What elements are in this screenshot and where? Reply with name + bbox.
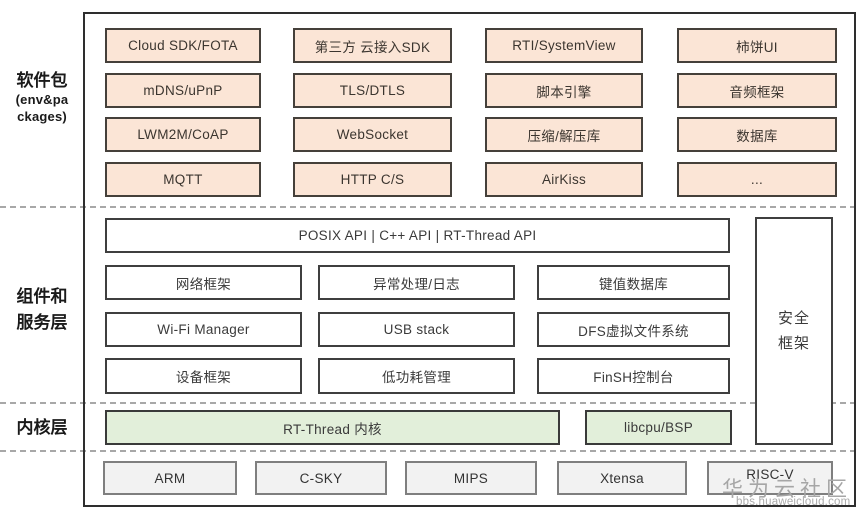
divider-components-kernel bbox=[0, 402, 856, 404]
security-framework-line2: 框架 bbox=[777, 335, 810, 352]
package-box-rti-systemview: RTI/SystemView bbox=[485, 28, 643, 63]
cpu-box-arm: ARM bbox=[103, 461, 237, 495]
component-box-wifi-manager: Wi-Fi Manager bbox=[105, 312, 302, 347]
component-box-network-framework: 网络框架 bbox=[105, 265, 302, 300]
package-box-script-engine: 脚本引擎 bbox=[485, 73, 643, 108]
watermark-url: bbs.huaweicloud.com bbox=[736, 496, 851, 508]
component-box-kv-database: 键值数据库 bbox=[537, 265, 730, 300]
layer-label-kernel: 内核层 bbox=[0, 417, 84, 438]
watermark-text: 华为云社区 bbox=[722, 478, 852, 501]
kernel-box-rtthread: RT-Thread 内核 bbox=[105, 410, 560, 445]
components-label-line1: 组件和 bbox=[16, 287, 68, 306]
api-bar: POSIX API | C++ API | RT-Thread API bbox=[105, 218, 730, 253]
package-box-third-party-cloud-sdk: 第三方 云接入SDK bbox=[293, 28, 452, 63]
layer-label-components: 组件和 服务层 bbox=[0, 284, 84, 336]
package-box-http: HTTP C/S bbox=[293, 162, 452, 197]
package-box-tls-dtls: TLS/DTLS bbox=[293, 73, 452, 108]
packages-label-cn: 软件包 bbox=[16, 71, 68, 90]
kernel-label: 内核层 bbox=[16, 418, 68, 437]
diagram-border bbox=[83, 12, 856, 507]
package-box-websocket: WebSocket bbox=[293, 117, 452, 152]
component-box-device-framework: 设备框架 bbox=[105, 358, 302, 394]
cpu-box-riscv: RISC-V bbox=[707, 461, 833, 495]
package-box-lwm2m-coap: LWM2M/CoAP bbox=[105, 117, 261, 152]
package-box-compress: 压缩/解压库 bbox=[485, 117, 643, 152]
package-box-cloud-sdk: Cloud SDK/FOTA bbox=[105, 28, 261, 63]
package-box-persimmon-ui: 柿饼UI bbox=[677, 28, 837, 63]
layer-label-packages: 软件包 (env&pa ckages) bbox=[0, 70, 84, 125]
component-box-low-power: 低功耗管理 bbox=[318, 358, 515, 394]
cpu-box-mips: MIPS bbox=[405, 461, 537, 495]
packages-label-en2: ckages) bbox=[17, 109, 67, 124]
divider-kernel-cpu bbox=[0, 450, 856, 452]
kernel-box-libcpu-bsp: libcpu/BSP bbox=[585, 410, 732, 445]
security-framework-box: 安全 框架 bbox=[755, 217, 833, 445]
package-box-mdns-upnp: mDNS/uPnP bbox=[105, 73, 261, 108]
package-box-mqtt: MQTT bbox=[105, 162, 261, 197]
package-box-database: 数据库 bbox=[677, 117, 837, 152]
package-box-more: ... bbox=[677, 162, 837, 197]
cpu-box-xtensa: Xtensa bbox=[557, 461, 687, 495]
component-box-exception-log: 异常处理/日志 bbox=[318, 265, 515, 300]
component-box-dfs: DFS虚拟文件系统 bbox=[537, 312, 730, 347]
packages-label-en1: (env&pa bbox=[15, 92, 69, 107]
divider-packages-components bbox=[0, 206, 856, 208]
components-label-line2: 服务层 bbox=[16, 313, 68, 332]
component-box-finsh-console: FinSH控制台 bbox=[537, 358, 730, 394]
package-box-audio-framework: 音频框架 bbox=[677, 73, 837, 108]
security-framework-line1: 安全 bbox=[777, 310, 810, 327]
package-box-airkiss: AirKiss bbox=[485, 162, 643, 197]
component-box-usb-stack: USB stack bbox=[318, 312, 515, 347]
cpu-box-csky: C-SKY bbox=[255, 461, 387, 495]
